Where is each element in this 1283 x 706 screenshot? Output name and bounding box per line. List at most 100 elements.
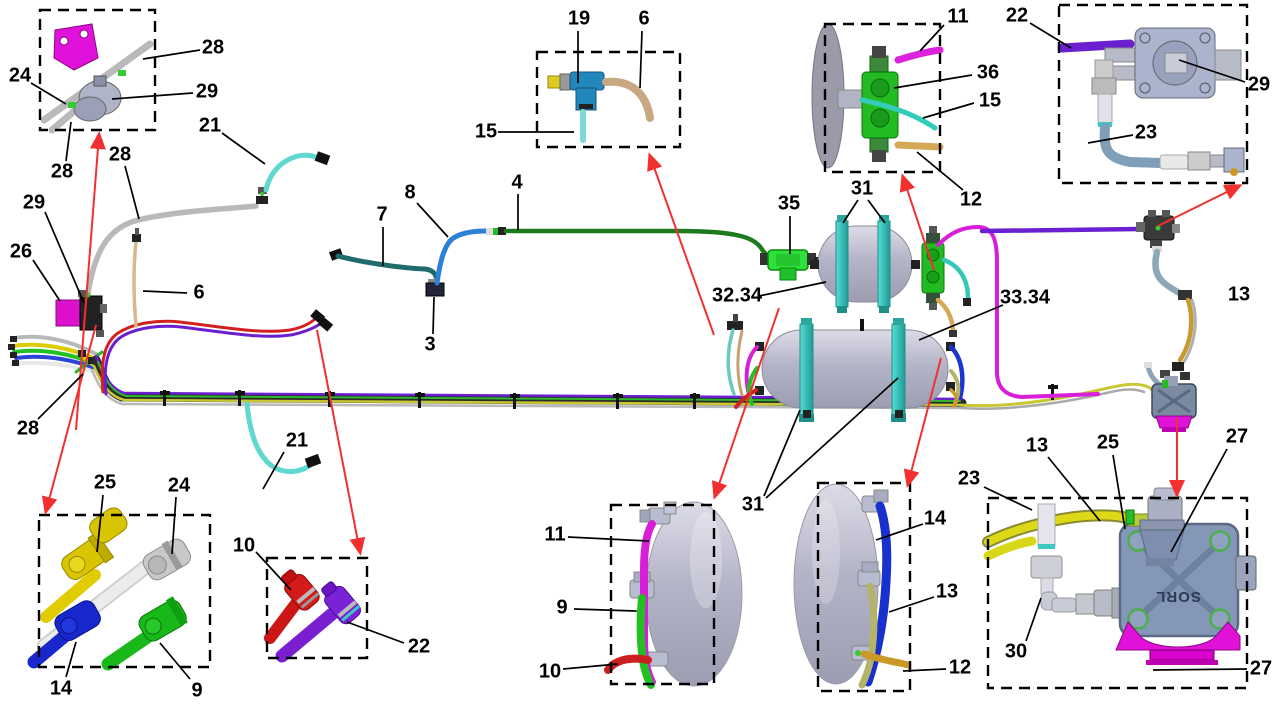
callout-leader-10-0 bbox=[255, 551, 292, 591]
annotation-arrow-0 bbox=[75, 131, 106, 431]
annotation-arrow-4 bbox=[899, 173, 935, 271]
callout-label-27: 27 bbox=[1250, 657, 1272, 679]
sorl-valve-main bbox=[1151, 376, 1197, 432]
callout-label-3: 3 bbox=[424, 333, 435, 355]
callout-leader-10-0 bbox=[562, 663, 619, 670]
callout-leader-21-0 bbox=[221, 132, 266, 165]
callout-leader-28-0 bbox=[65, 121, 72, 162]
callout-label-31: 31 bbox=[851, 177, 873, 199]
annotation-arrow-1 bbox=[41, 324, 97, 515]
callout-label-23: 23 bbox=[958, 467, 980, 489]
callout-label-36: 36 bbox=[977, 61, 999, 83]
tube-8 bbox=[434, 227, 506, 286]
callout-label-26: 26 bbox=[10, 240, 32, 262]
callout-label-10: 10 bbox=[539, 660, 561, 682]
tubes-at-relay-valve bbox=[935, 224, 1143, 400]
callout-label-13: 13 bbox=[936, 580, 958, 602]
callout-leader-31-1 bbox=[867, 199, 886, 224]
nylon-tube-6 bbox=[132, 228, 141, 328]
callout-leader-23-0 bbox=[983, 486, 1033, 511]
detail-tank-end-left bbox=[604, 501, 743, 689]
valve-35 bbox=[760, 249, 822, 281]
callout-leader-9-0 bbox=[573, 608, 638, 612]
callout-leader-27-0 bbox=[1152, 668, 1248, 671]
callout-label-9: 9 bbox=[191, 679, 202, 701]
callout-leader-32.34-0 bbox=[758, 281, 827, 297]
callout-leader-12-0 bbox=[902, 668, 947, 672]
detail-box-8 bbox=[986, 496, 1249, 690]
callout-label-28: 28 bbox=[17, 417, 39, 439]
callout-leader-3-0 bbox=[432, 296, 435, 335]
emergency-service-line-arc bbox=[100, 309, 334, 396]
annotation-arrow-6 bbox=[711, 307, 780, 500]
callout-label-10: 10 bbox=[233, 534, 255, 556]
callout-leader-31-0 bbox=[842, 199, 859, 224]
callout-label-11: 11 bbox=[544, 523, 565, 545]
callout-leader-22-0 bbox=[1029, 22, 1072, 49]
callout-leader-31-0 bbox=[763, 409, 801, 497]
tubes-lower-tank-left bbox=[726, 314, 759, 409]
coiled-hose-21-upper bbox=[263, 151, 331, 193]
callout-label-29: 29 bbox=[1248, 73, 1270, 95]
callout-leader-23-0 bbox=[1087, 134, 1134, 144]
detail-sorl-valve: SORL bbox=[982, 487, 1257, 665]
callout-label-14: 14 bbox=[924, 507, 947, 529]
right-spring-brake-valve bbox=[1136, 210, 1197, 390]
callout-label-25: 25 bbox=[1097, 431, 1119, 453]
annotation-arrow-5 bbox=[1157, 184, 1243, 227]
callout-label-22: 22 bbox=[1006, 4, 1028, 26]
callout-leader-12-0 bbox=[916, 151, 964, 191]
callout-leader-9-0 bbox=[159, 642, 191, 680]
callout-label-24: 24 bbox=[168, 474, 191, 496]
callout-leader-31-1 bbox=[765, 377, 899, 499]
callout-label-8: 8 bbox=[404, 181, 415, 203]
callout-label-28: 28 bbox=[109, 143, 131, 165]
callout-leader-28-0 bbox=[124, 165, 140, 220]
upper-air-tank bbox=[810, 215, 920, 313]
tube-4 bbox=[503, 228, 773, 261]
callout-leader-8-0 bbox=[416, 202, 449, 238]
callout-label-13: 13 bbox=[1026, 434, 1048, 456]
callout-leader-25-0 bbox=[96, 494, 104, 553]
detail-box-5 bbox=[265, 556, 369, 660]
callout-label-30: 30 bbox=[1005, 640, 1027, 662]
callout-leader-15-0 bbox=[922, 102, 975, 119]
callout-leader-28-0 bbox=[37, 373, 84, 420]
callout-label-29: 29 bbox=[23, 191, 45, 213]
callout-label-25: 25 bbox=[94, 471, 116, 493]
chassis-tube-bundle bbox=[8, 334, 1157, 410]
annotation-arrow-2 bbox=[316, 329, 366, 556]
callout-leader-29-0 bbox=[1178, 59, 1246, 83]
gray-supply-tube-28 bbox=[83, 187, 268, 311]
callout-leader-36-0 bbox=[893, 74, 973, 89]
detail-top-left-valve bbox=[40, 23, 154, 134]
callout-label-9: 9 bbox=[556, 596, 567, 618]
callout-label-31: 31 bbox=[742, 493, 764, 515]
callout-leader-33.34-0 bbox=[918, 304, 1004, 341]
detail-box-6 bbox=[609, 503, 716, 686]
annotation-arrow-7 bbox=[903, 357, 942, 488]
callout-leader-11-0 bbox=[919, 24, 945, 52]
callout-leader-6-0 bbox=[639, 30, 643, 89]
callout-leader-29-0 bbox=[111, 92, 194, 100]
detail-chamber-right bbox=[793, 483, 912, 689]
callout-leader-24-0 bbox=[171, 496, 177, 555]
callout-leader-6-0 bbox=[142, 290, 188, 294]
callout-leader-22-0 bbox=[346, 621, 405, 644]
callout-label-28: 28 bbox=[202, 36, 224, 58]
callout-leader-24-0 bbox=[30, 82, 67, 105]
detail-box-1 bbox=[535, 50, 682, 149]
callout-leader-14-0 bbox=[65, 641, 77, 678]
detail-box-layer bbox=[37, 3, 1249, 693]
callout-label-27: 27 bbox=[1226, 425, 1248, 447]
callout-label-4: 4 bbox=[511, 171, 523, 193]
callout-label-19: 19 bbox=[568, 7, 590, 29]
callout-leader-11-0 bbox=[567, 536, 650, 542]
callout-label-21: 21 bbox=[286, 429, 308, 451]
tubes-lower-tank-right bbox=[948, 344, 965, 408]
callout-label-13: 13 bbox=[1228, 283, 1250, 305]
callout-leader-13-0 bbox=[888, 596, 935, 613]
callout-label-14: 14 bbox=[50, 677, 73, 699]
